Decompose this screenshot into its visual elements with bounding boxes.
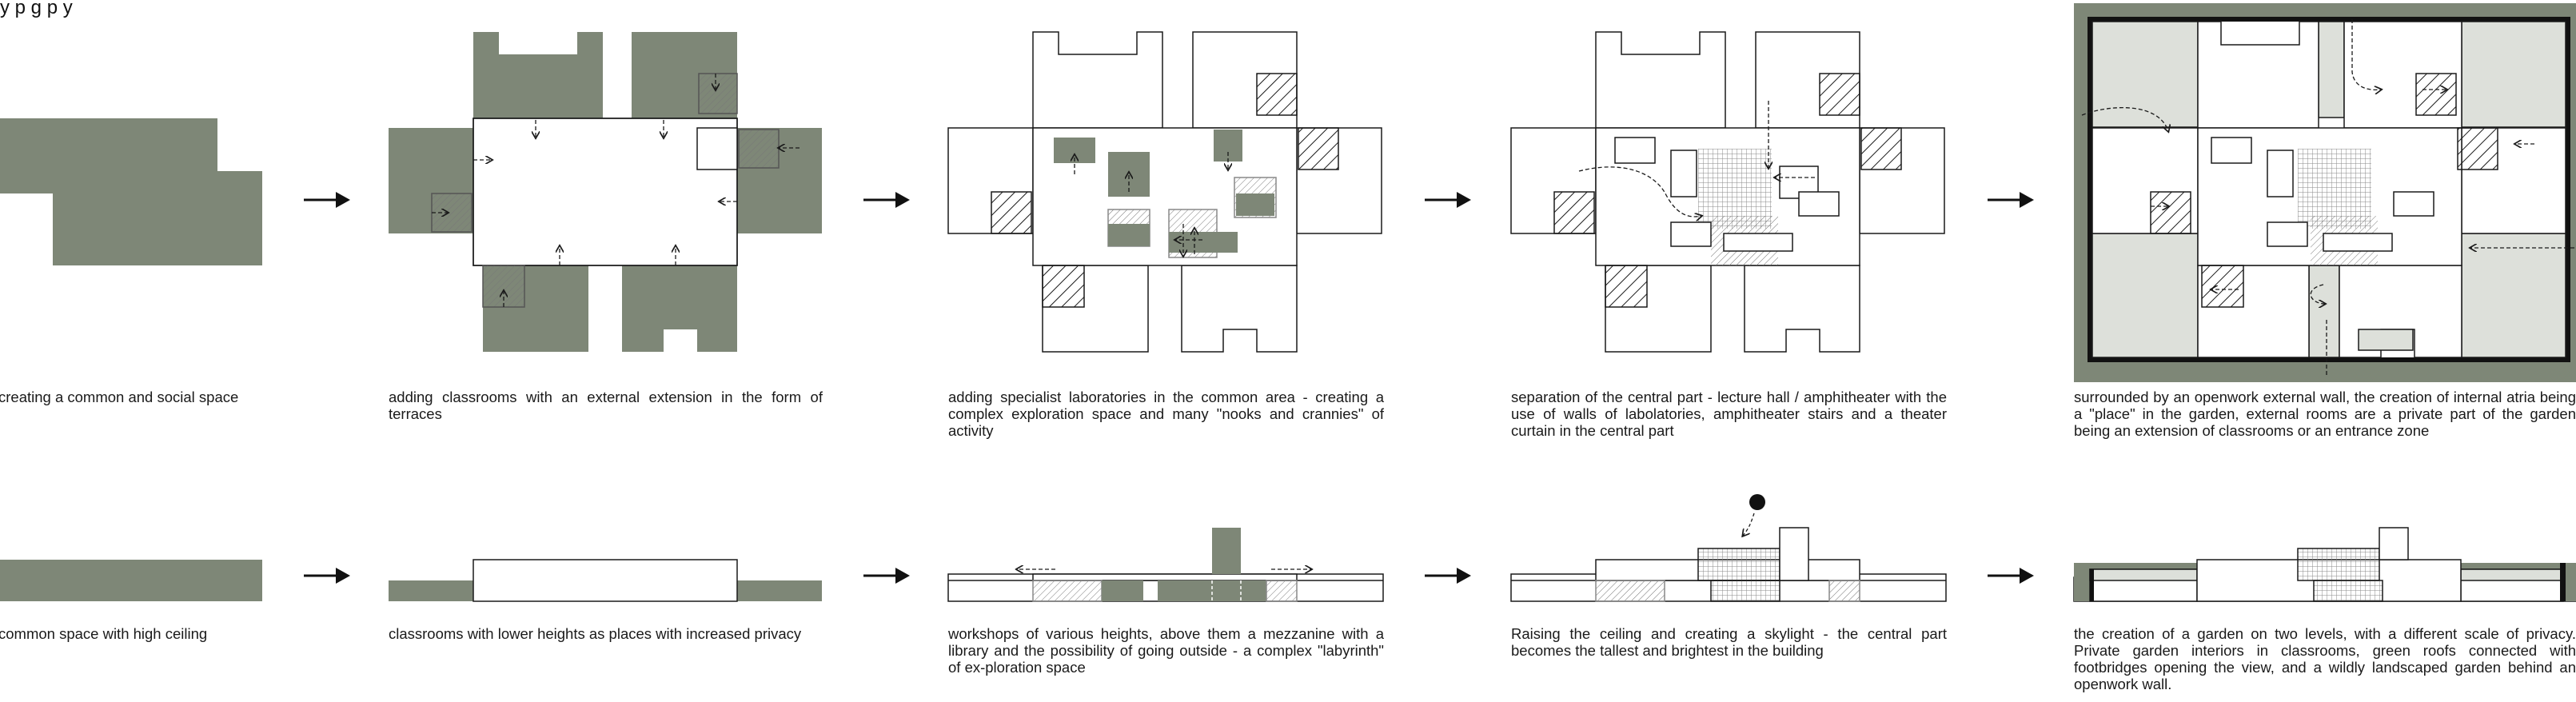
right-arrow-icon (1988, 192, 2034, 208)
right-arrow-icon (1425, 568, 1471, 584)
section-caption-4: Raising the ceiling and creating a skyli… (1511, 625, 1947, 659)
plan-caption-1: creating a common and social space (0, 389, 239, 405)
section-common-space (0, 560, 262, 601)
page-header-fragment: y p g p y (0, 0, 73, 18)
section-caption-1: common space with high ceiling (0, 625, 208, 642)
section-classrooms (389, 559, 822, 602)
plan-caption-2: adding classrooms with an external exten… (389, 389, 823, 422)
section-skylight (1510, 494, 1947, 602)
plan-common-space (0, 118, 262, 265)
section-workshops (947, 528, 1384, 602)
right-arrow-icon (304, 568, 350, 584)
section-caption-3: workshops of various heights, above them… (948, 625, 1384, 676)
plan-caption-3: adding specialist laboratories in the co… (948, 389, 1384, 439)
skylight-sun-icon (1749, 494, 1765, 510)
plan-caption-5: surrounded by an openwork external wall,… (2074, 389, 2576, 439)
section-caption-5: the creation of a garden on two levels, … (2074, 625, 2576, 692)
plan-garden-wall (2074, 3, 2576, 382)
right-arrow-icon (304, 192, 350, 208)
section-caption-2: classrooms with lower heights as places … (389, 625, 802, 642)
section-garden (2073, 527, 2576, 602)
plan-classrooms (389, 32, 822, 352)
right-arrow-icon (1988, 568, 2034, 584)
right-arrow-icon (863, 192, 910, 208)
plan-caption-4: separation of the central part - lecture… (1511, 389, 1947, 439)
right-arrow-icon (1425, 192, 1471, 208)
plan-laboratories (947, 31, 1382, 353)
right-arrow-icon (863, 568, 910, 584)
plan-amphitheater (1510, 31, 1945, 353)
